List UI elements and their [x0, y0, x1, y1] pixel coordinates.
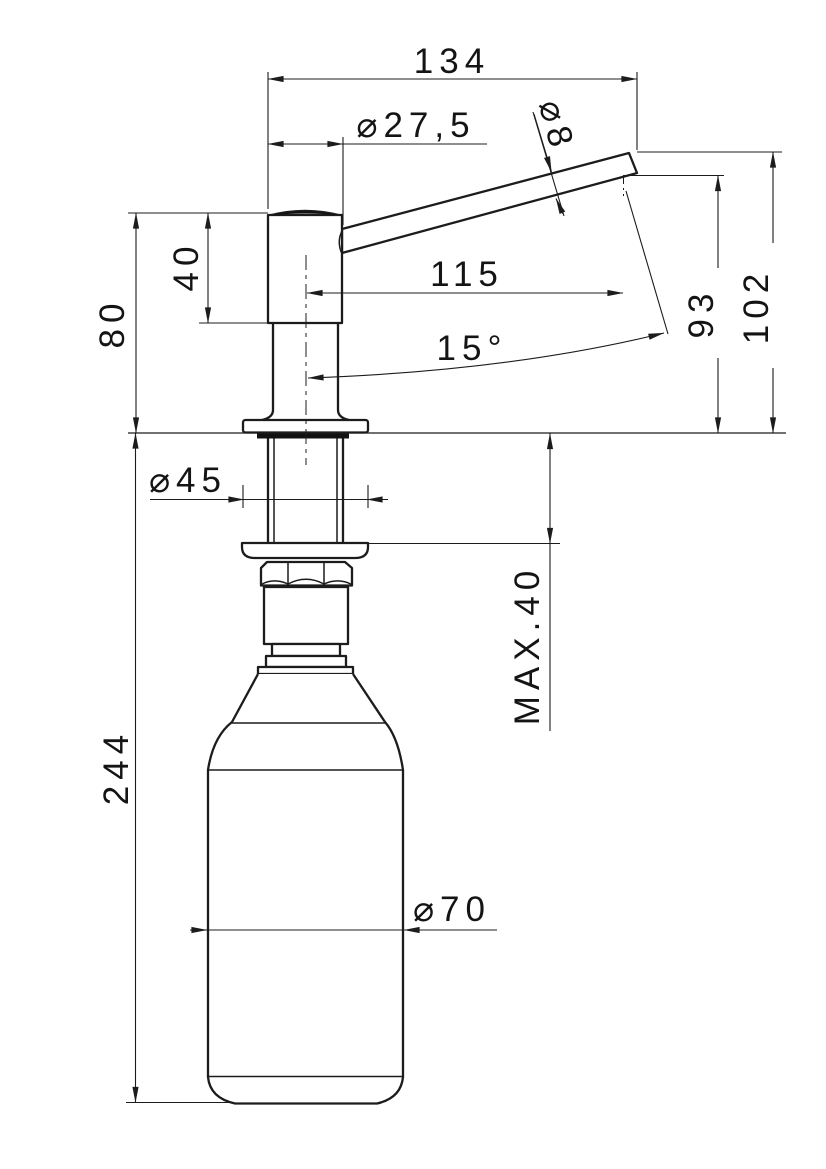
neck-ring-1: [264, 654, 348, 669]
bottle-shoulder-lines: [208, 722, 403, 1078]
dim-height-above-deck-label: 80: [93, 298, 132, 349]
bottle-neck: [270, 642, 342, 658]
dimension-134: 134: [267, 42, 638, 209]
ext-45: [242, 485, 369, 508]
dispenser-outline: [206, 151, 639, 1105]
dimension-max40: MAX.40: [508, 433, 554, 731]
dim-overall-width-label: 134: [414, 42, 490, 81]
arrow-spout-top: [533, 113, 553, 173]
dim-head-height-label: 40: [167, 241, 206, 292]
dimension-102: 102: [637, 151, 782, 434]
reference-lines: [128, 176, 786, 545]
dimarc-15: [307, 332, 665, 381]
dimension-bottle-diameter: ⌀70: [190, 890, 497, 934]
arrow-spout-bottom: [555, 198, 566, 215]
dimension-80: 80: [93, 212, 268, 434]
dim-bottle-diameter-label: ⌀70: [413, 890, 491, 929]
dim-spout-reach-label: 115: [430, 255, 504, 294]
dim-outlet-height-label: 93: [682, 288, 721, 339]
gasket-seal: [257, 432, 349, 439]
dim-flange-diameter-label: ⌀45: [149, 461, 227, 500]
lower-flange: [240, 541, 370, 560]
spout-tube: [340, 151, 639, 255]
dimension-115: 115: [306, 255, 624, 297]
pump-head: [266, 213, 344, 325]
threaded-shank-inner: [273, 438, 338, 543]
dim-head-diameter-label: ⌀27,5: [356, 106, 475, 145]
spout-angle-extension-line: [625, 190, 669, 335]
dimension-40: 40: [167, 212, 268, 324]
hex-nut: [259, 560, 354, 587]
dimension-flange-diameter: ⌀45: [149, 461, 388, 508]
dimension-93: 93: [623, 174, 724, 434]
dim-spout-angle-label: 15°: [437, 329, 508, 368]
hex-nut-facets: [287, 563, 325, 584]
dimension-head-diameter: ⌀27,5: [267, 106, 487, 225]
bottle-body: [206, 673, 405, 1105]
dimension-angle-15: 15°: [307, 329, 665, 381]
head-top-rim-arc: [267, 209, 343, 217]
dimension-244: 244: [97, 432, 234, 1104]
spout-head-fillet: [338, 230, 343, 255]
dim-spout-tip-height-label: 102: [737, 268, 776, 344]
bottle-collar: [262, 585, 350, 646]
neck-ring-2: [256, 665, 355, 676]
dim-depth-below-deck-label: 244: [97, 729, 136, 805]
dim-spout-diameter-label: ⌀8: [531, 96, 582, 157]
dim-deck-thickness-label: MAX.40: [508, 565, 547, 726]
threaded-shank-outer: [266, 438, 345, 543]
hex-nut-chamfer-arcs: [260, 578, 353, 586]
